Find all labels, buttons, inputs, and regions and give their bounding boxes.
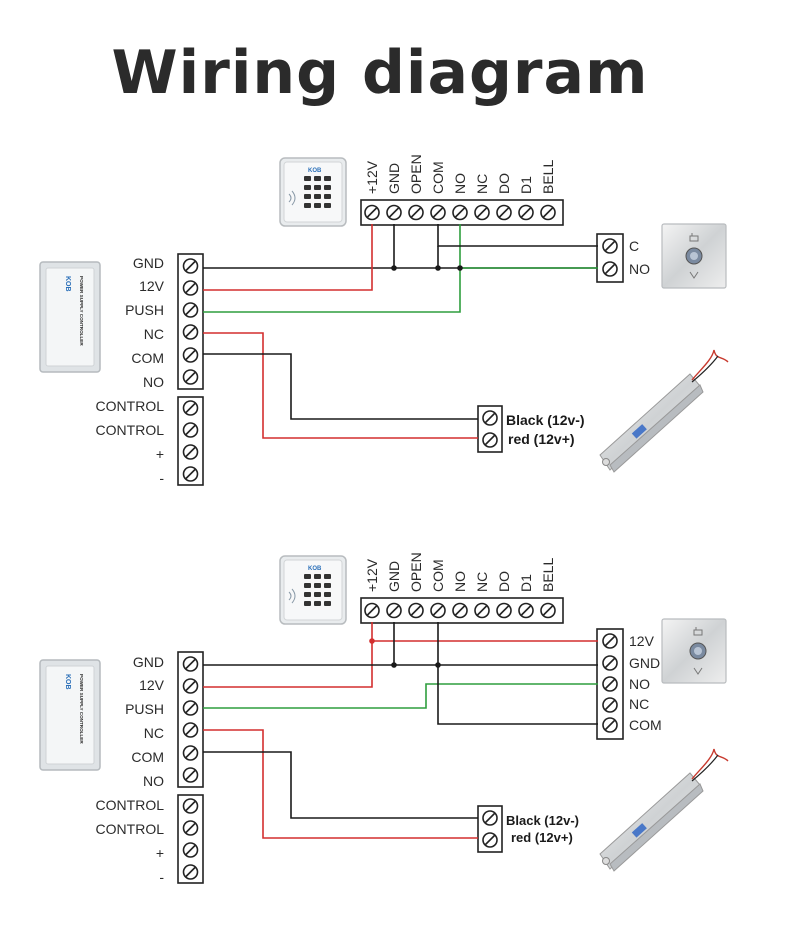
reader-terminal-label: NC [474, 174, 490, 194]
exit-button: 12V GND NO NC COM [596, 618, 727, 740]
psu-terminal-label: NC [144, 725, 164, 741]
psu-terminal-label: CONTROL [96, 422, 165, 438]
bottom-wires [203, 622, 598, 839]
page-title: Wiring diagram [111, 38, 649, 108]
psu-terminal-block: GND 12V PUSH NC COM NO CONTROL CONTROL +… [96, 253, 204, 486]
exit-button-label: NO [629, 261, 650, 277]
lock-wire-label: Black (12v-) [506, 813, 579, 828]
psu-brand: KOB [64, 674, 71, 690]
reader-terminal-label: NO [452, 571, 468, 592]
exit-button-label: 12V [629, 633, 655, 649]
psu-terminal-label: COM [131, 350, 164, 366]
reader-terminal-block: +12V GND OPEN COM NO NC DO D1 BELL [360, 552, 564, 624]
reader-terminal-label: DO [496, 173, 512, 194]
reader-device: KOB [279, 157, 347, 227]
psu-terminal-label: 12V [139, 677, 165, 693]
reader-terminal-label: DO [496, 571, 512, 592]
psu-terminal-label: CONTROL [96, 398, 165, 414]
lock-terminal-block: Black (12v-) red (12v+) [477, 805, 579, 853]
reader-device: KOB [279, 555, 347, 625]
reader-terminal-label: NC [474, 572, 490, 592]
psu-terminal-label: - [159, 470, 164, 486]
reader-brand: KOB [308, 566, 322, 572]
reader-terminal-label: GND [386, 561, 402, 592]
psu-label: POWER SUPPLY CONTROLLER [79, 674, 84, 744]
psu-terminal-label: + [156, 446, 164, 462]
reader-terminal-label: D1 [518, 176, 534, 194]
reader-terminal-label: COM [430, 161, 446, 194]
lock-wire-label: red (12v+) [511, 830, 573, 845]
psu-brand: KOB [64, 276, 71, 292]
reader-terminal-label: BELL [540, 558, 556, 592]
exit-button-label: NO [629, 676, 650, 692]
lock-wire-label: Black (12v-) [506, 412, 585, 428]
lock-wire-label: red (12v+) [508, 431, 575, 447]
psu-terminal-label: NO [143, 374, 164, 390]
reader-terminal-label: +12V [364, 160, 380, 194]
exit-button-label: C [629, 238, 639, 254]
reader-brand: KOB [308, 168, 322, 174]
top-wires [203, 224, 598, 439]
psu-terminal-label: NC [144, 326, 164, 342]
psu-terminal-label: + [156, 845, 164, 861]
psu-module: KOB POWER SUPPLY CONTROLLER [39, 261, 101, 373]
psu-terminal-label: COM [131, 749, 164, 765]
exit-button-label: GND [629, 655, 660, 671]
exit-button: C NO [596, 223, 727, 289]
reader-terminal-label: BELL [540, 160, 556, 194]
psu-terminal-label: CONTROL [96, 797, 165, 813]
reader-terminal-label: GND [386, 163, 402, 194]
lock-terminal-block: Black (12v-) red (12v+) [477, 405, 585, 453]
psu-terminal-label: GND [133, 255, 164, 271]
psu-terminal-label: PUSH [125, 302, 164, 318]
electric-bolt-lock [599, 349, 729, 473]
psu-terminal-label: PUSH [125, 701, 164, 717]
psu-terminal-label: GND [133, 654, 164, 670]
psu-terminal-label: CONTROL [96, 821, 165, 837]
reader-terminal-label: D1 [518, 574, 534, 592]
psu-terminal-label: NO [143, 773, 164, 789]
reader-terminal-label: +12V [364, 558, 380, 592]
exit-button-label: NC [629, 696, 649, 712]
psu-module: KOB POWER SUPPLY CONTROLLER [39, 659, 101, 771]
exit-button-label: COM [629, 717, 662, 733]
reader-terminal-label: NO [452, 173, 468, 194]
reader-terminal-label: OPEN [408, 552, 424, 592]
reader-terminal-label: COM [430, 559, 446, 592]
psu-terminal-label: - [159, 869, 164, 885]
psu-terminal-block: GND 12V PUSH NC COM NO CONTROL CONTROL +… [96, 651, 204, 885]
reader-terminal-block: +12V GND OPEN COM NO NC DO D1 BELL [360, 154, 564, 226]
psu-label: POWER SUPPLY CONTROLLER [79, 276, 84, 346]
electric-bolt-lock [599, 748, 729, 872]
psu-terminal-label: 12V [139, 278, 165, 294]
bottom-diagram: KOB +12V GND OPEN COM NO NC DO D1 [39, 552, 729, 885]
reader-terminal-label: OPEN [408, 154, 424, 194]
top-diagram: KOB +12V GND OPEN COM NO NC DO [39, 154, 729, 486]
